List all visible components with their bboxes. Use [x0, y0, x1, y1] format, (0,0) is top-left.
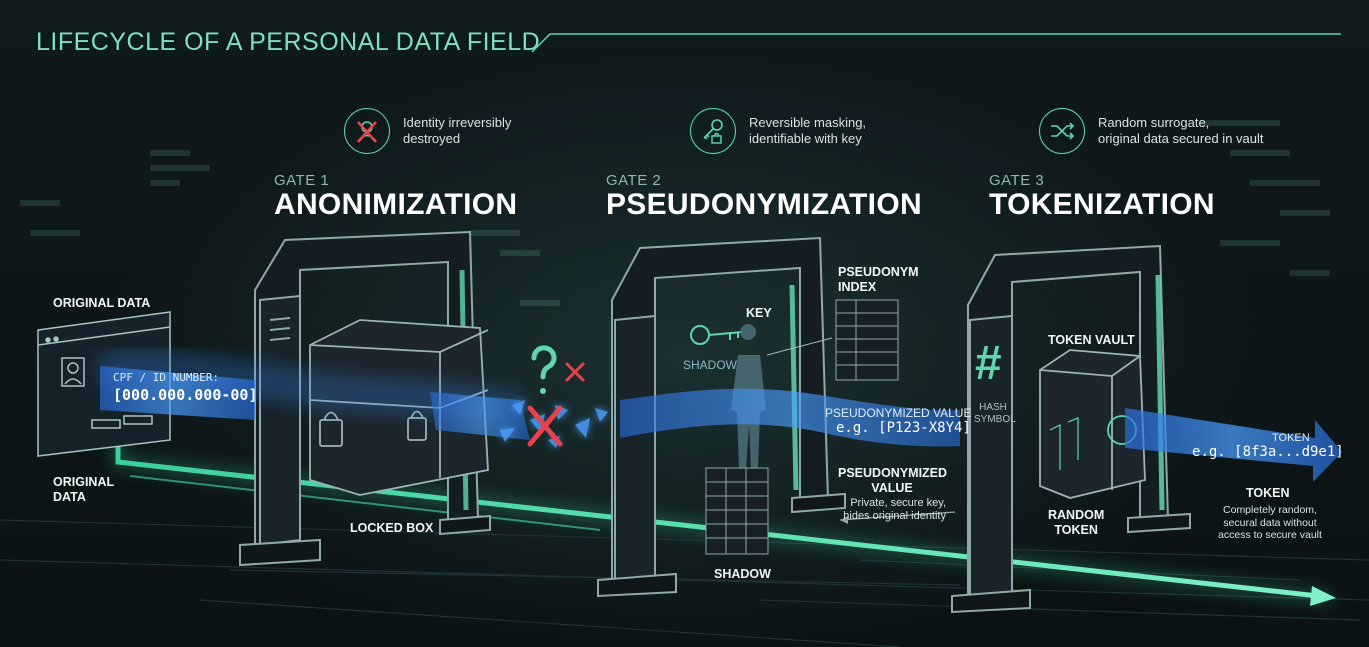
- cpf-label: CPF / ID NUMBER:: [113, 371, 219, 384]
- gate-3-number: GATE 3: [989, 172, 1045, 189]
- background-data-pattern: [20, 120, 1330, 306]
- token-vault-label: TOKEN VAULT: [1048, 333, 1135, 347]
- small-x-mark: [565, 362, 585, 382]
- locked-box-label: LOCKED BOX: [350, 521, 434, 535]
- floor-grid: [0, 519, 1369, 647]
- gate-2-light: [789, 284, 799, 491]
- page-title: LIFECYCLE OF A PERSONAL DATA FIELD: [36, 28, 541, 56]
- gate-3-light: [1155, 274, 1165, 511]
- gate-3-description: Random surrogate, original data secured …: [1098, 115, 1264, 146]
- stream-token-arrow: [1125, 408, 1342, 482]
- pseudo-stream-value: e.g. [P123-X8Y4]: [836, 420, 971, 436]
- gate-3-name: TOKENIZATION: [989, 188, 1215, 221]
- hash-icon: #: [975, 337, 1002, 390]
- cpf-value: [000.000.000-00]: [113, 386, 258, 404]
- hash-symbol-label: HASH SYMBOL: [974, 402, 1016, 425]
- random-token-label: RANDOM TOKEN: [1048, 508, 1105, 537]
- stream-gate-1-out: [430, 392, 530, 440]
- gate-2-arch: [597, 236, 846, 598]
- stream-original: [100, 366, 255, 420]
- token-desc: Completely random, secural data without …: [1218, 504, 1322, 541]
- pseudo-value-title: PSEUDONYMIZED VALUE: [838, 466, 948, 495]
- gate-2-description: Reversible masking, identifiable with ke…: [749, 115, 867, 146]
- rail-arrowhead: [1310, 586, 1336, 606]
- shadow-table: [705, 467, 769, 555]
- token-stream-label: TOKEN: [1272, 432, 1310, 444]
- key-lock-icon: [690, 108, 736, 154]
- question-mark-icon: [531, 345, 557, 380]
- gate-2-name: PSEUDONYMIZATION: [606, 188, 922, 221]
- gate-1-arch: [239, 230, 491, 567]
- key-icon: [690, 325, 743, 345]
- title-underline: [531, 33, 1341, 53]
- token-stream-value: e.g. [8f3a...d9e1]: [1192, 444, 1344, 460]
- pseudo-value-desc: Private, secure key, hides original iden…: [843, 497, 946, 522]
- pseudonym-index-table: [835, 299, 899, 381]
- progress-rail: [115, 440, 1319, 599]
- gate-1-description: Identity irreversibly destroyed: [403, 115, 512, 146]
- no-identity-icon: [344, 108, 390, 154]
- shadow-faint-label: SHADOW: [683, 358, 737, 372]
- x-mark-icon: [527, 405, 563, 447]
- shattered-fragments: [500, 400, 608, 448]
- original-data-caption: ORIGINAL DATA: [53, 475, 115, 504]
- gate-1-number: GATE 1: [274, 172, 330, 189]
- key-label: KEY: [746, 306, 772, 320]
- shuffle-icon: [1039, 108, 1085, 154]
- pseudonym-index-label: PSEUDONYM INDEX: [838, 265, 919, 294]
- gate-2-number: GATE 2: [606, 172, 662, 189]
- token-vault: [1039, 349, 1146, 499]
- shadow-label: SHADOW: [714, 567, 771, 581]
- pseudo-stream-label: PSEUDONYMIZED VALUE: [825, 406, 972, 420]
- original-data-label: ORIGINAL DATA: [53, 296, 151, 310]
- gate-1-name: ANONIMIZATION: [274, 188, 518, 221]
- stream-pseudonymized: [620, 388, 960, 447]
- token-title: TOKEN: [1246, 486, 1290, 500]
